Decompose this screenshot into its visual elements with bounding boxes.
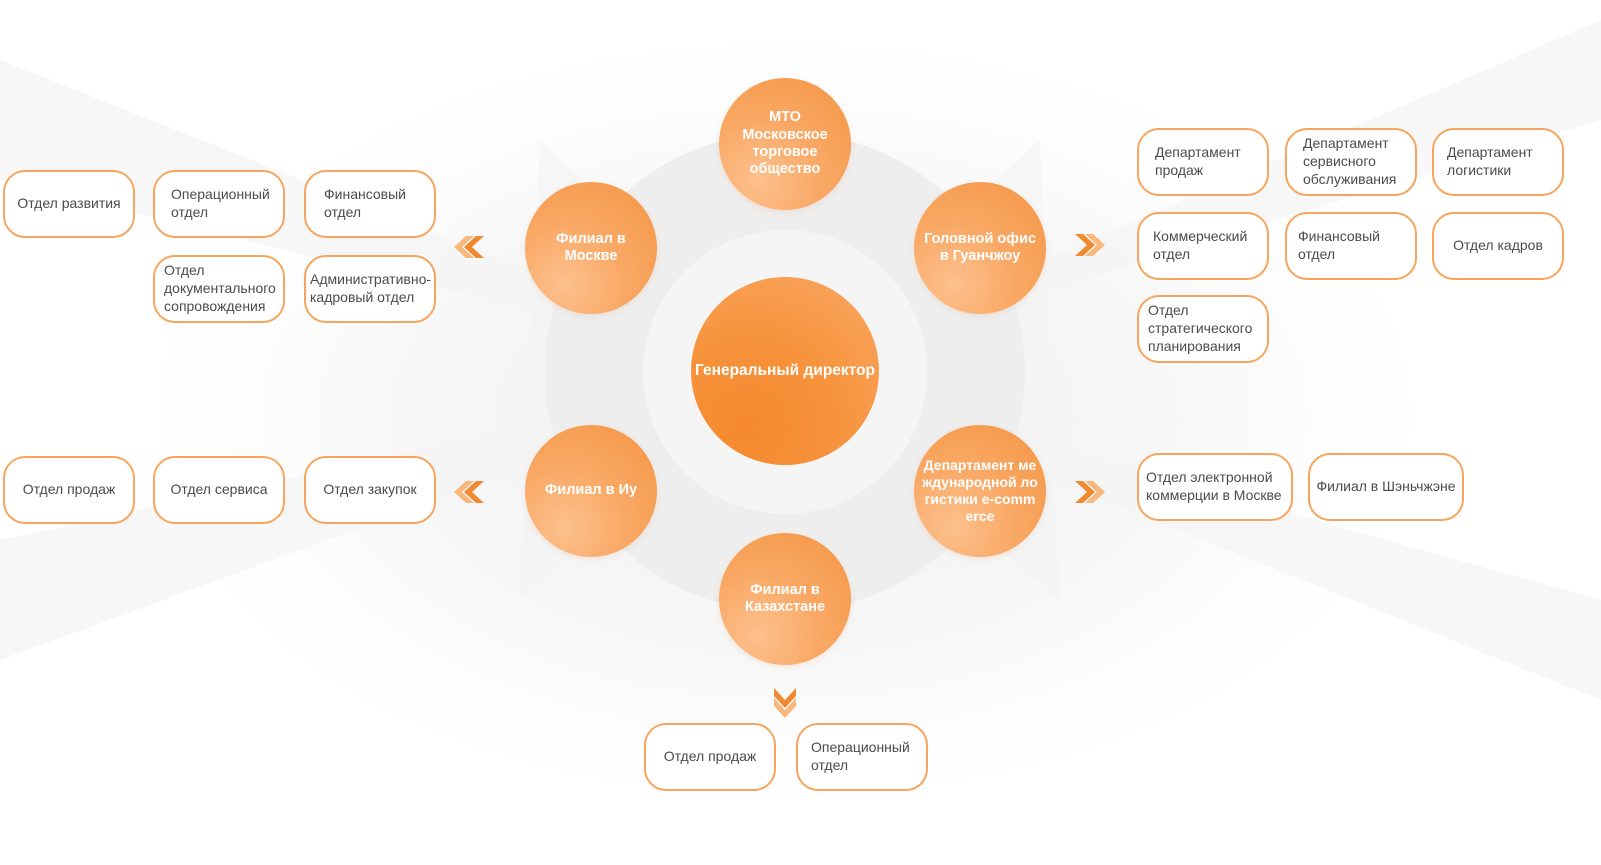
moscow-dept-label: Отдел документального сопровождения (164, 262, 276, 314)
yiwu-dept-label: Отдел продаж (22, 481, 116, 498)
guangzhou-dept-box: Департамент продаж (1137, 128, 1269, 196)
kazakhstan-branch-node: Филиал в Казахстане (719, 533, 851, 665)
moscow-dept-label: Операционный отдел (171, 186, 270, 220)
logistics-dept-label: Отдел электронной коммерции в Москве (1146, 469, 1282, 503)
moscow-branch-label: Филиал в Москве (556, 230, 626, 264)
guangzhou-dept-box: Финансовый отдел (1285, 212, 1417, 280)
general-director-label: Генеральный директор (694, 362, 876, 380)
moscow-dept-box: Операционный отдел (153, 170, 285, 238)
double-chevron-down-icon (774, 688, 796, 718)
moscow-dept-box: Отдел развития (3, 170, 135, 238)
guangzhou-dept-box: Отдел кадров (1432, 212, 1564, 280)
moscow-dept-label: Финансовый отдел (324, 186, 406, 220)
guangzhou-dept-label: Департамент сервисного обслуживания (1303, 135, 1397, 187)
logistics-department-label: Департамент международной логистики e-co… (922, 457, 1038, 524)
yiwu-dept-box: Отдел закупок (304, 456, 436, 524)
guangzhou-dept-label: Коммерческий отдел (1153, 228, 1248, 262)
guangzhou-office-label: Головной офис в Гуанчжоу (924, 230, 1036, 264)
double-chevron-left-icon (454, 481, 484, 503)
moscow-dept-label: Административно-кадровый отдел (310, 271, 432, 305)
kazakhstan-dept-box: Операционный отдел (796, 723, 928, 791)
yiwu-branch-label: Филиал в Иу (544, 482, 638, 499)
logistics-dept-label: Филиал в Шэньчжэне (1316, 478, 1456, 495)
guangzhou-dept-box: Департамент сервисного обслуживания (1285, 128, 1417, 196)
kazakhstan-dept-label: Операционный отдел (811, 739, 910, 773)
kazakhstan-branch-label: Филиал в Казахстане (744, 581, 826, 615)
kazakhstan-dept-box: Отдел продаж (644, 723, 776, 791)
guangzhou-office-node: Головной офис в Гуанчжоу (914, 182, 1046, 314)
guangzhou-dept-label: Департамент логистики (1447, 144, 1533, 178)
mto-label: МТО Московское торговое общество (742, 109, 828, 178)
double-chevron-left-icon (454, 236, 484, 258)
moscow-dept-box: Финансовый отдел (304, 170, 436, 238)
guangzhou-dept-label: Отдел стратегического планирования (1148, 302, 1253, 354)
yiwu-dept-box: Отдел сервиса (153, 456, 285, 524)
guangzhou-dept-box: Коммерческий отдел (1137, 212, 1269, 280)
logistics-department-node: Департамент международной логистики e-co… (914, 425, 1046, 557)
guangzhou-dept-label: Департамент продаж (1155, 144, 1241, 178)
guangzhou-dept-label: Отдел кадров (1453, 237, 1543, 254)
moscow-dept-label: Отдел развития (17, 195, 121, 212)
logistics-dept-box: Отдел электронной коммерции в Москве (1137, 453, 1293, 521)
moscow-dept-box: Отдел документального сопровождения (153, 255, 285, 323)
double-chevron-right-icon (1075, 481, 1105, 503)
yiwu-dept-label: Отдел закупок (323, 481, 417, 498)
guangzhou-dept-box: Департамент логистики (1432, 128, 1564, 196)
yiwu-branch-node: Филиал в Иу (525, 425, 657, 557)
double-chevron-right-icon (1075, 234, 1105, 256)
yiwu-dept-label: Отдел сервиса (170, 481, 268, 498)
yiwu-dept-box: Отдел продаж (3, 456, 135, 524)
logistics-dept-box: Филиал в Шэньчжэне (1308, 453, 1464, 521)
guangzhou-dept-label: Финансовый отдел (1298, 228, 1380, 262)
general-director-node: Генеральный директор (691, 277, 879, 465)
guangzhou-dept-box: Отдел стратегического планирования (1137, 295, 1269, 363)
mto-node: МТО Московское торговое общество (719, 78, 851, 210)
kazakhstan-dept-label: Отдел продаж (663, 748, 757, 765)
moscow-dept-box: Административно-кадровый отдел (304, 255, 436, 323)
moscow-branch-node: Филиал в Москве (525, 182, 657, 314)
